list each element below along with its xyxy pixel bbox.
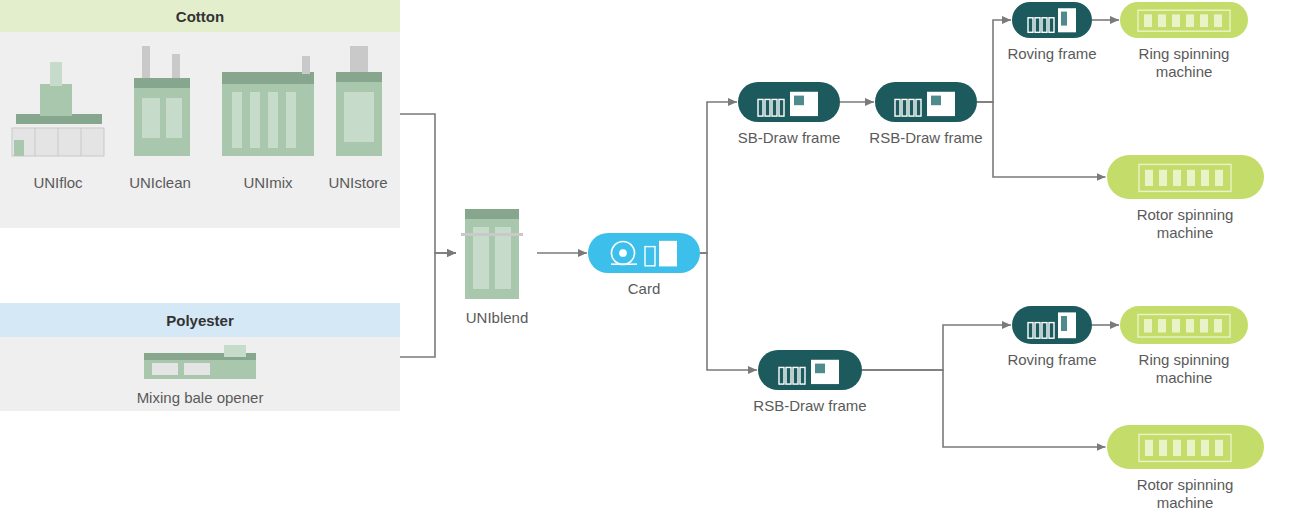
flow-arrow: [862, 370, 1106, 447]
machine-label: Rotor spinning machine: [1119, 476, 1251, 512]
machine-pill: [1107, 155, 1264, 199]
process-pill: Ring spinning machine: [1115, 2, 1253, 81]
process-pill: Roving frame: [1004, 2, 1100, 63]
machine-illustration: [120, 343, 280, 383]
machine-node: UNIblend: [457, 203, 537, 327]
machine-label: SB-Draw frame: [738, 129, 841, 147]
machine-pill: [875, 82, 977, 122]
material-panel: PolyesterMixing bale opener: [0, 303, 400, 411]
machine-label: Ring spinning machine: [1118, 351, 1250, 387]
machine-label: RSB-Draw frame: [753, 397, 866, 415]
process-pill: Rotor spinning machine: [1104, 425, 1267, 512]
flow-arrow: [537, 252, 587, 254]
machine-icon: [1024, 6, 1080, 34]
machine-pill: [588, 233, 700, 273]
machine-pill: [1012, 2, 1092, 38]
flow-arrow: [840, 101, 874, 103]
flow-arrow: [1092, 19, 1119, 21]
machine-icon: [1137, 429, 1233, 465]
machine-icon: [1024, 310, 1080, 340]
machine-pill: [758, 350, 862, 390]
material-panel: CottonUNIfloc UNIclean UNImix UNIstore: [0, 0, 400, 228]
machine-icon: [1136, 6, 1232, 34]
machine-illustration: [8, 40, 108, 168]
machine-icon: [1136, 310, 1232, 340]
flow-arrow: [400, 114, 456, 253]
machine-pill: [1120, 306, 1248, 344]
machine-label: UNIclean: [129, 174, 191, 192]
flow-arrow: [700, 253, 757, 370]
machine-pill: [1012, 306, 1092, 344]
machine-label: UNIblend: [466, 309, 529, 327]
machine-node: UNIclean: [110, 40, 210, 192]
machine-label: UNIfloc: [33, 174, 82, 192]
machine-icon: [891, 86, 961, 118]
flow-arrow: [977, 20, 1011, 102]
machine-pill: [1120, 2, 1248, 38]
panel-header: Cotton: [0, 0, 400, 32]
machine-label: Card: [628, 280, 661, 298]
machine-label: UNImix: [243, 174, 292, 192]
machine-node: Mixing bale opener: [120, 343, 280, 407]
machine-node: UNIfloc: [8, 40, 108, 192]
process-pill: SB-Draw frame: [735, 82, 844, 147]
machine-label: UNIstore: [328, 174, 387, 192]
machine-illustration: [457, 203, 537, 303]
process-pill: Rotor spinning machine: [1104, 155, 1267, 242]
machine-label: Rotor spinning machine: [1119, 206, 1251, 242]
panel-header: Polyester: [0, 303, 400, 337]
machine-icon: [607, 237, 681, 269]
machine-label: Roving frame: [1007, 45, 1096, 63]
machine-label: RSB-Draw frame: [869, 129, 982, 147]
process-pill: RSB-Draw frame: [866, 82, 986, 147]
flow-arrow: [700, 102, 737, 253]
panel-title: Cotton: [176, 8, 224, 25]
machine-label: Roving frame: [1007, 351, 1096, 369]
machine-illustration: [110, 40, 210, 168]
machine-pill: [738, 82, 840, 122]
process-pill: RSB-Draw frame: [750, 350, 870, 415]
process-pill: Roving frame: [1004, 306, 1100, 369]
panel-title: Polyester: [166, 312, 234, 329]
machine-label: Ring spinning machine: [1118, 45, 1250, 81]
machine-node: UNImix: [218, 40, 318, 192]
machine-icon: [775, 354, 845, 386]
machine-label: Mixing bale opener: [137, 389, 264, 407]
machine-pill: [1107, 425, 1264, 469]
machine-illustration: [318, 40, 398, 168]
machine-icon: [1137, 159, 1233, 195]
machine-illustration: [218, 40, 318, 168]
process-pill: Ring spinning machine: [1115, 306, 1253, 387]
machine-icon: [754, 86, 824, 118]
process-pill: Card: [585, 233, 703, 298]
machine-node: UNIstore: [318, 40, 398, 192]
flow-arrow: [862, 325, 1011, 370]
flow-arrow: [400, 253, 456, 357]
flow-arrow: [1092, 324, 1119, 326]
flow-arrow: [977, 102, 1106, 177]
